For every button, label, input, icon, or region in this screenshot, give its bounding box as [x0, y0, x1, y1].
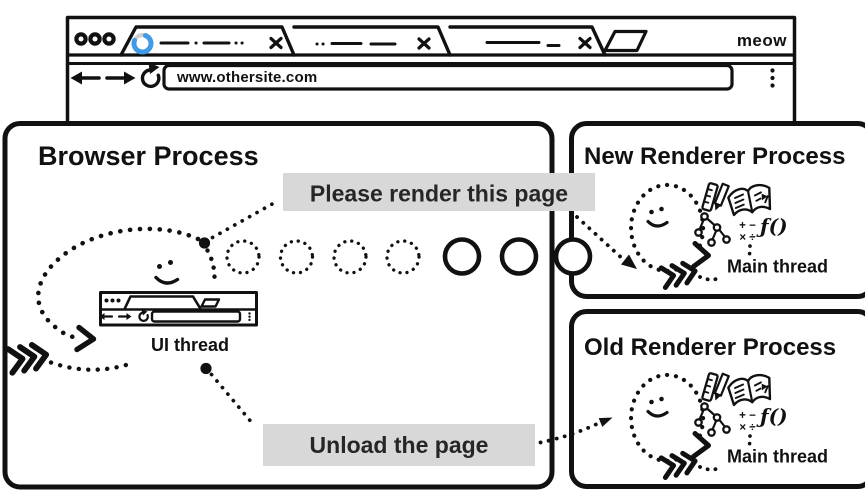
new-renderer-process: New Renderer Process	[569, 121, 865, 299]
ui-thread-loop	[36, 226, 201, 341]
math-icon: + − × ÷	[739, 220, 756, 244]
old-renderer-box	[569, 309, 865, 489]
window-control-dot[interactable]	[88, 32, 102, 46]
smiley-face-icon	[154, 260, 180, 285]
brand-label: meow	[737, 31, 787, 50]
main-thread-label: Main thread	[727, 257, 828, 277]
message-render-label: Please render this page	[283, 173, 595, 211]
dotted-connector-unload	[209, 372, 252, 423]
tab-strip	[119, 25, 607, 57]
speed-chevrons-icon	[5, 342, 50, 376]
ui-thread-loop-right	[205, 248, 217, 280]
mini-browser-icon	[99, 291, 258, 327]
function-icon: ƒ()	[756, 214, 788, 238]
window-border	[65, 15, 797, 128]
ruler-icon	[701, 182, 719, 212]
speed-chevrons-icon	[658, 260, 698, 290]
loop-arrowhead-icon	[691, 241, 711, 269]
label-bg	[283, 173, 595, 211]
window-control-dot[interactable]	[74, 32, 88, 46]
dotted-trail	[698, 275, 722, 282]
address-url: www.othersite.com	[176, 69, 317, 86]
close-icon[interactable]	[269, 36, 283, 50]
svg-text:+ −: + −	[739, 220, 756, 232]
message-unload-label: Unload the page	[263, 424, 535, 466]
tab-2[interactable]	[315, 37, 431, 50]
message-circle-solid	[553, 237, 593, 276]
connector-dot	[198, 237, 211, 249]
back-icon[interactable]	[70, 71, 101, 85]
message-circle-dotted	[225, 239, 261, 275]
arrowhead-icon	[621, 254, 637, 269]
old-renderer-process: Old Renderer Process	[569, 309, 865, 489]
pencil-icon	[713, 182, 730, 211]
browser-process-title: Browser Process	[38, 141, 259, 171]
window-control-dot[interactable]	[102, 32, 116, 46]
dotted-trail	[745, 244, 752, 262]
tab-title-placeholder	[315, 42, 397, 46]
renderer-internals: + − × ÷ ƒ() Main thread	[629, 182, 828, 290]
tab-3-outline[interactable]	[448, 25, 607, 57]
dom-tree-icon	[694, 212, 731, 247]
kebab-menu-icon[interactable]	[770, 68, 775, 88]
toolbar: www.othersite.com	[70, 62, 775, 91]
tab-2-outline[interactable]	[292, 25, 452, 57]
message-circles	[225, 237, 539, 276]
arrow-to-new-renderer	[575, 215, 637, 269]
browser-process-box	[2, 121, 555, 490]
tab-3[interactable]	[485, 36, 592, 50]
message-circle-dotted	[385, 239, 421, 275]
message-circle-solid	[442, 237, 482, 276]
browser-window: meow www.othersite.com	[65, 15, 797, 128]
arrow-to-old-renderer	[538, 417, 613, 445]
old-renderer-title: Old Renderer Process	[584, 334, 836, 361]
dotted-trail	[48, 360, 134, 372]
smiley-face-icon	[646, 206, 669, 228]
new-renderer-title: New Renderer Process	[584, 143, 845, 170]
message-circle-dotted	[278, 239, 315, 275]
new-tab-button[interactable]	[603, 29, 648, 53]
svg-text:Unload the page: Unload the page	[310, 432, 489, 458]
window-controls	[74, 32, 116, 46]
browser-process: Browser Process	[2, 121, 555, 490]
connector-dot	[200, 362, 212, 375]
ui-thread-label: UI thread	[151, 335, 229, 355]
label-bg	[263, 424, 535, 466]
loop-arrowhead-icon	[74, 324, 97, 353]
tab-title-placeholder	[485, 41, 561, 47]
address-bar[interactable]	[162, 63, 734, 91]
svg-text:Please render this page: Please render this page	[310, 181, 568, 207]
tab-1[interactable]	[131, 32, 283, 55]
reload-icon[interactable]	[140, 62, 161, 89]
forward-icon[interactable]	[105, 71, 136, 85]
svg-text:× ÷: × ÷	[739, 232, 756, 244]
close-icon[interactable]	[417, 37, 431, 50]
loading-spinner-icon	[131, 32, 154, 55]
message-circle-dotted	[332, 239, 368, 275]
book-icon	[727, 183, 772, 217]
message-circle-solid	[499, 237, 539, 276]
arrowhead-icon	[598, 417, 613, 427]
close-icon[interactable]	[578, 36, 592, 50]
tab-1-outline[interactable]	[119, 25, 296, 57]
